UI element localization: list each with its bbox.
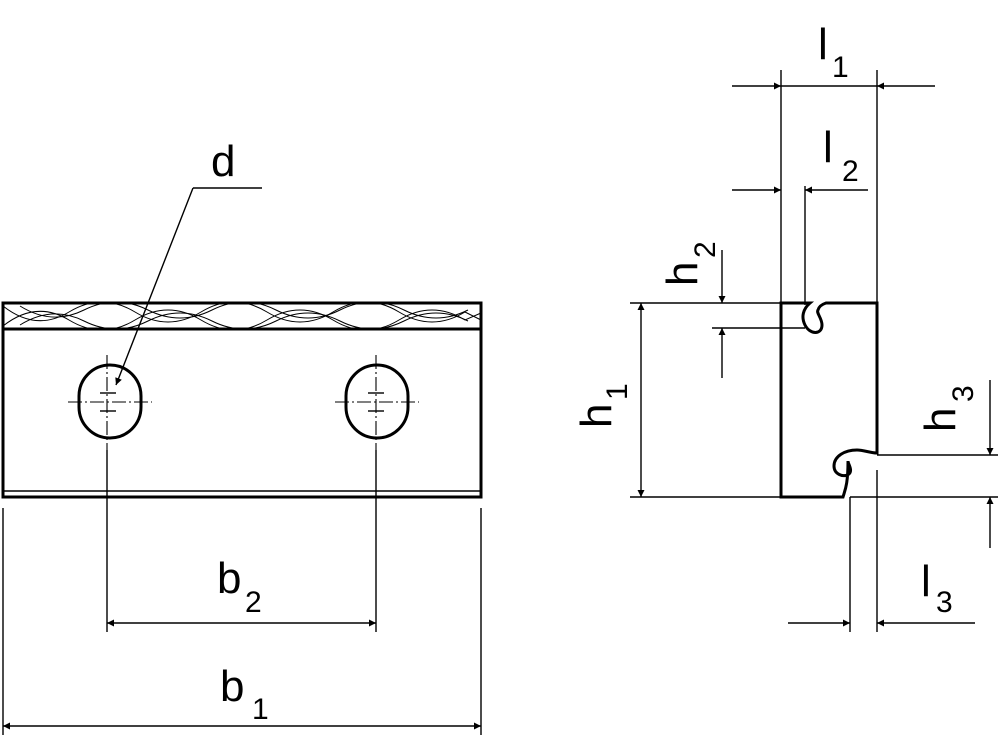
label-d: d bbox=[211, 137, 235, 186]
dimension-l3: l 3 bbox=[788, 557, 975, 627]
label-l2: l bbox=[823, 123, 833, 172]
label-l1-sub: 1 bbox=[832, 51, 849, 84]
right-slot-outline bbox=[344, 363, 410, 440]
label-h1: h bbox=[572, 404, 621, 428]
label-h2: h bbox=[658, 262, 707, 286]
label-h2-sub: 2 bbox=[689, 241, 722, 258]
label-b1-sub: 1 bbox=[252, 693, 269, 726]
side-view-profile bbox=[779, 301, 879, 499]
dimension-l1: l 1 bbox=[732, 20, 935, 90]
dimension-h2: h 2 bbox=[658, 241, 726, 378]
label-l2-sub: 2 bbox=[842, 155, 859, 188]
dimension-l2: l 2 bbox=[732, 123, 868, 194]
label-b2: b bbox=[217, 554, 241, 603]
label-l1: l bbox=[818, 20, 828, 69]
label-b2-sub: 2 bbox=[245, 586, 262, 619]
label-h1-sub: 1 bbox=[601, 383, 634, 400]
label-l3-sub: 3 bbox=[936, 586, 953, 619]
dimension-h3: h 3 bbox=[916, 380, 994, 548]
left-slot-outline bbox=[77, 363, 143, 440]
label-h3-sub: 3 bbox=[947, 385, 980, 402]
label-h3: h bbox=[916, 408, 965, 432]
front-view: d b 2 b 1 bbox=[1, 137, 483, 735]
label-l3: l bbox=[921, 557, 931, 606]
right-slot bbox=[335, 355, 419, 450]
dimension-b1: b 1 bbox=[2, 508, 482, 735]
label-b1: b bbox=[220, 662, 244, 711]
knurl-pattern bbox=[2, 301, 482, 331]
left-slot bbox=[68, 355, 152, 450]
dimension-d: d bbox=[115, 137, 262, 386]
dimension-b2: b 2 bbox=[106, 450, 377, 632]
dimension-h1: h 1 bbox=[572, 303, 645, 497]
side-view: l 1 l 2 h 1 h 2 h 3 bbox=[572, 20, 998, 632]
